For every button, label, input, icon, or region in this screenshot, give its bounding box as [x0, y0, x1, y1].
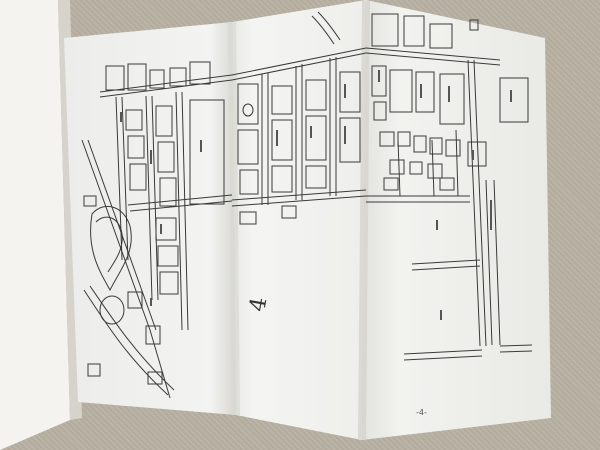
cover-page	[0, 0, 70, 450]
map-streets-left	[81, 61, 233, 399]
page-number: -4-	[416, 408, 427, 417]
map-streets-middle	[231, 11, 367, 225]
fold-shadow-2	[358, 1, 370, 440]
map-page-right	[362, 0, 551, 440]
fold-shadow-1	[228, 22, 240, 415]
map-label-marks	[120, 70, 512, 320]
map-streets-right	[365, 13, 533, 361]
map-page-middle	[232, 0, 366, 440]
